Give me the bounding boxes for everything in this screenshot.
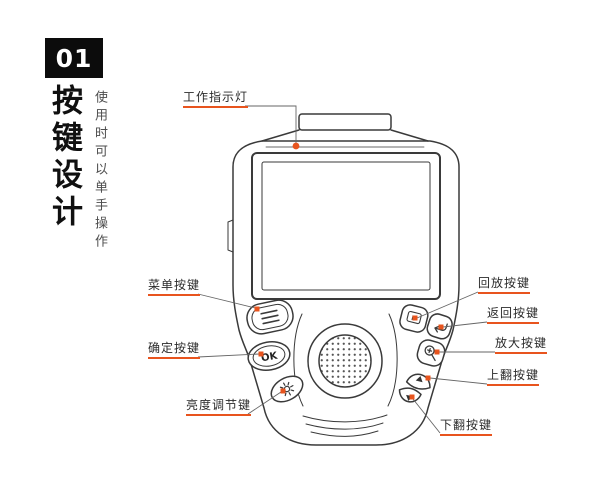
grip-lines xyxy=(302,414,388,437)
back-arrow-icon xyxy=(434,323,448,333)
up-arrow-icon xyxy=(415,376,423,383)
page-subtitle: 使用时可以单手操作 xyxy=(92,90,107,252)
ok-button: OK xyxy=(247,340,291,372)
callout-zoom-button: 放大按键 xyxy=(495,337,547,354)
panel-contour-right xyxy=(387,313,398,407)
zoom-button xyxy=(416,339,446,367)
menu-icon xyxy=(260,309,280,325)
callout-playback-button: 回放按键 xyxy=(478,277,530,294)
callout-page-up-button: 上翻按键 xyxy=(487,369,539,386)
ok-button-label: OK xyxy=(260,350,279,364)
speaker xyxy=(307,323,383,399)
page-title: 按键设计 xyxy=(46,84,82,232)
callout-indicator-light: 工作指示灯 xyxy=(183,91,248,108)
side-detail xyxy=(227,219,234,253)
callout-page-down-button: 下翻按键 xyxy=(440,419,492,436)
section-number-badge: 01 xyxy=(45,38,103,78)
magnifier-icon xyxy=(424,345,436,362)
device-top xyxy=(261,113,429,142)
callout-markers xyxy=(254,142,444,400)
section-number: 01 xyxy=(55,43,93,73)
callout-menu-button: 菜单按键 xyxy=(148,279,200,296)
page-up-button xyxy=(405,373,431,390)
panel-contour-left xyxy=(293,313,304,407)
callout-ok-button: 确定按键 xyxy=(148,342,200,359)
screen xyxy=(251,152,441,300)
indicator-light-dot xyxy=(292,142,300,150)
callout-back-button: 返回按键 xyxy=(487,307,539,324)
callout-brightness-key: 亮度调节键 xyxy=(186,399,251,416)
callout-connectors xyxy=(197,105,495,434)
